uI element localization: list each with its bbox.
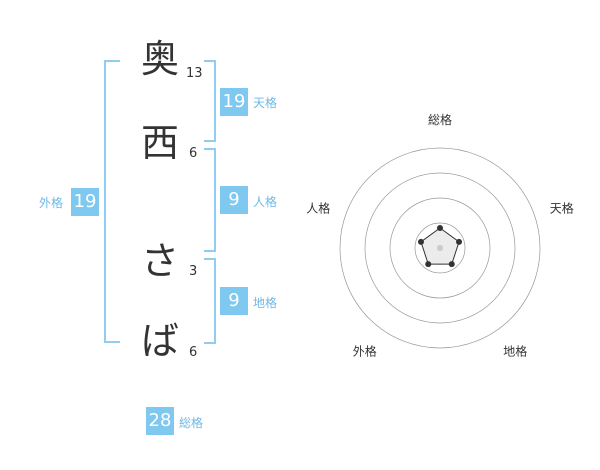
radar-point-1 (437, 225, 443, 231)
tenkaku-value: 19 (220, 88, 248, 116)
name-char-3: さ (140, 239, 179, 283)
radar-polygon (420, 227, 460, 265)
radar-point-5 (417, 238, 424, 245)
radar-point-4 (425, 261, 432, 268)
radar-axis-label-4: 外格 (353, 344, 377, 359)
stroke-count-2: 6 (189, 146, 198, 161)
name-char-2: 西 (140, 121, 179, 165)
soukaku-value: 28 (146, 407, 174, 435)
radar-ring-3 (364, 172, 516, 324)
chikaku-value: 9 (220, 287, 248, 315)
radar-ring-4 (339, 147, 541, 349)
radar-point-2 (456, 238, 463, 245)
chikaku-bracket (204, 258, 216, 344)
tenkaku-bracket (204, 60, 216, 142)
radar-point-3 (448, 261, 455, 268)
gaikaku-bracket (104, 60, 120, 343)
soukaku-label: 総格 (179, 416, 204, 430)
name-char-1: 奥 (140, 37, 179, 81)
chikaku-label: 地格 (253, 296, 278, 310)
tenkaku-label: 天格 (253, 96, 278, 110)
gaikaku-value: 19 (71, 188, 99, 216)
radar-axis-label-5: 人格 (306, 200, 330, 215)
radar-axis-label-2: 天格 (550, 200, 574, 215)
radar-axis-label-3: 地格 (503, 344, 527, 359)
stroke-count-1: 13 (186, 66, 203, 81)
gaikaku-label: 外格 (39, 196, 64, 210)
jinkaku-value: 9 (220, 186, 248, 214)
stroke-count-3: 3 (189, 264, 198, 279)
jinkaku-bracket (204, 148, 216, 252)
jinkaku-label: 人格 (253, 195, 278, 209)
radar-ring-1 (414, 222, 466, 274)
stroke-count-4: 6 (189, 345, 198, 360)
radar-center-dot (437, 245, 443, 251)
radar-axis-label-1: 総格 (428, 112, 452, 127)
radar-ring-2 (389, 197, 491, 299)
name-char-4: ば (140, 319, 179, 363)
